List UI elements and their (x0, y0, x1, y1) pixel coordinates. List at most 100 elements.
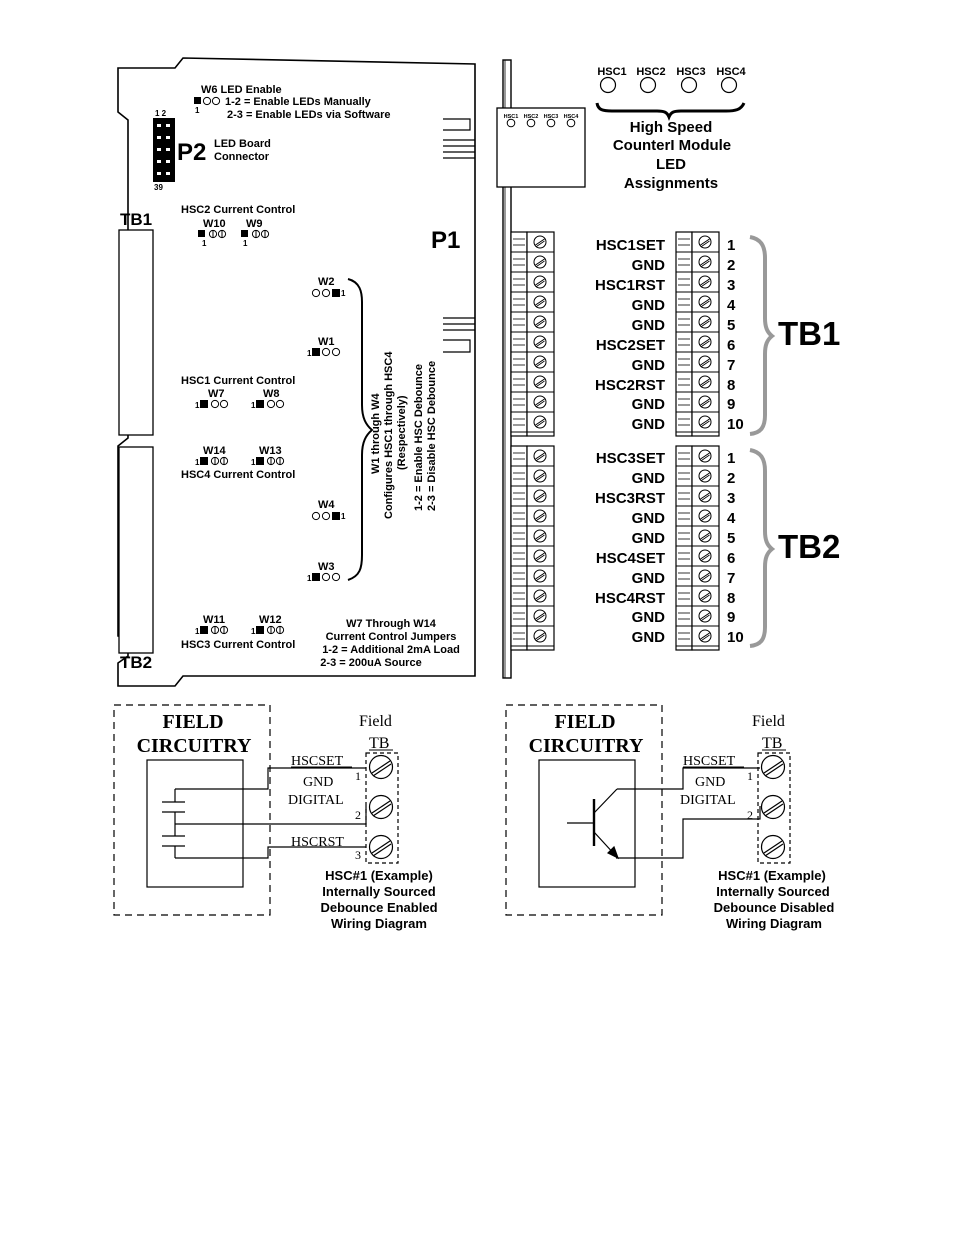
field-tb-screws (760, 754, 786, 860)
tb2-label: TB2 (778, 528, 840, 565)
current-note: W7 Through W14 Current Control Jumpers 1… (320, 618, 460, 669)
wiring-caption: HSC#1 (Example) Internally Sourced Debou… (320, 868, 437, 931)
wire-hscrst: HSCRST (291, 835, 344, 850)
wire-gnd: GND (303, 775, 333, 790)
p2-desc-line2: Connector (214, 151, 270, 163)
screw-slot (536, 534, 545, 541)
screw-slot (701, 380, 710, 387)
svg-text:HSC2: HSC2 (524, 114, 539, 120)
field-box-title-1: FIELD (554, 711, 615, 733)
svg-text:HSC#1 (Example): HSC#1 (Example) (718, 868, 826, 883)
w6-pin-2 (202, 96, 212, 106)
svg-text:1: 1 (307, 349, 312, 358)
w6-title: W6 LED Enable (201, 84, 282, 96)
screw-slot (536, 474, 545, 481)
screw-slot (535, 612, 545, 620)
w14-jumper: 1 (195, 456, 229, 467)
w1-w4-brace (347, 278, 374, 581)
w4-jumper: 1 (311, 511, 346, 521)
svg-text:HSC3SET: HSC3SET (596, 450, 665, 467)
screw-slot (700, 572, 710, 580)
screw-slot (701, 474, 710, 481)
screw-slot (700, 298, 710, 306)
screw-slot (535, 298, 545, 306)
screw-slot (700, 278, 710, 286)
svg-text:GND: GND (632, 470, 666, 487)
screw-slot (700, 472, 710, 480)
hsc2-current-label: HSC2 Current Control (181, 204, 295, 216)
w13-label: W13 (259, 445, 282, 457)
screw-slot (701, 300, 710, 307)
screw-slot (700, 378, 710, 386)
screw-slot (536, 594, 545, 601)
w9-label: W9 (246, 218, 263, 230)
svg-text:7: 7 (727, 357, 735, 374)
screw-slot (535, 398, 545, 406)
pin-2: 2 (747, 808, 753, 822)
wiring-diagram-debounce-disabled: FIELD CIRCUITRY Field TB HSCSET GN (505, 704, 834, 931)
screw-slot (536, 360, 545, 367)
w9-pin-number: 1 (243, 239, 248, 248)
svg-text:1: 1 (195, 401, 200, 410)
screw-slot (700, 492, 710, 500)
svg-text:1: 1 (195, 458, 200, 467)
field-circuitry-box (113, 704, 271, 916)
screw-slot (701, 634, 710, 641)
svg-text:1: 1 (251, 458, 256, 467)
svg-text:HSC4SET: HSC4SET (596, 550, 665, 567)
screw-slot (535, 572, 545, 580)
svg-text:GND: GND (632, 297, 666, 314)
screw-slot (536, 340, 545, 347)
screw-slot (701, 514, 710, 521)
screw-slot (700, 338, 710, 346)
w8-label: W8 (263, 388, 280, 400)
tb1-label: TB1 (778, 315, 840, 352)
field-device-box (538, 759, 636, 888)
hsc3-current-label: HSC3 Current Control (181, 639, 295, 651)
svg-text:CounterI Module: CounterI Module (613, 137, 731, 154)
p2-connector-pins (157, 124, 170, 175)
tb1-terminal-numbers: 1 2 3 4 5 6 7 8 9 10 (727, 237, 744, 433)
screw-slot (535, 472, 545, 480)
svg-text:1: 1 (307, 574, 312, 583)
svg-text:1-2 = Enable HSC Debounce: 1-2 = Enable HSC Debounce (413, 364, 425, 511)
screw-slot (536, 320, 545, 327)
screw-slot (701, 340, 710, 347)
small-led-labels: HSC1 HSC2 HSC3 HSC4 (504, 114, 580, 120)
screw-slot (535, 492, 545, 500)
screw-slot (535, 452, 545, 460)
svg-text:10: 10 (727, 629, 744, 646)
w14-label: W14 (203, 445, 227, 457)
screw-slot (700, 238, 710, 246)
svg-text:1: 1 (251, 627, 256, 636)
svg-text:8: 8 (727, 377, 735, 394)
screw-slot (700, 452, 710, 460)
w6-pin-3 (211, 96, 221, 106)
svg-text:GND: GND (632, 629, 666, 646)
svg-text:GND: GND (632, 257, 666, 274)
terminal-screws (511, 235, 719, 647)
w11-jumper: 1 (195, 625, 229, 636)
svg-text:1: 1 (341, 289, 346, 298)
tb2-terminal-numbers: 1 2 3 4 5 6 7 8 9 10 (727, 450, 744, 646)
screw-slot (700, 398, 710, 406)
circuit-board: W6 LED Enable 1-2 = Enable LEDs Manually… (117, 57, 476, 687)
svg-text:HSC1: HSC1 (597, 66, 626, 78)
svg-text:3: 3 (727, 490, 735, 507)
p2-desc-line1: LED Board (214, 138, 271, 150)
svg-text:HSC4: HSC4 (716, 66, 746, 78)
svg-text:HSC4RST: HSC4RST (595, 590, 665, 607)
switch-contacts-icon (162, 789, 185, 858)
svg-text:Internally Sourced: Internally Sourced (322, 884, 435, 899)
svg-text:GND: GND (632, 510, 666, 527)
led-hsc3 (680, 76, 698, 94)
w11-label: W11 (203, 614, 225, 626)
wiring-diagram-debounce-enabled: FIELD CIRCUITRY Field TB (113, 704, 438, 931)
screw-slot (536, 454, 545, 461)
svg-text:2: 2 (727, 470, 735, 487)
led-hsc2 (639, 76, 657, 94)
svg-text:HSC2SET: HSC2SET (596, 337, 665, 354)
screw-slot (535, 532, 545, 540)
svg-text:1: 1 (251, 401, 256, 410)
